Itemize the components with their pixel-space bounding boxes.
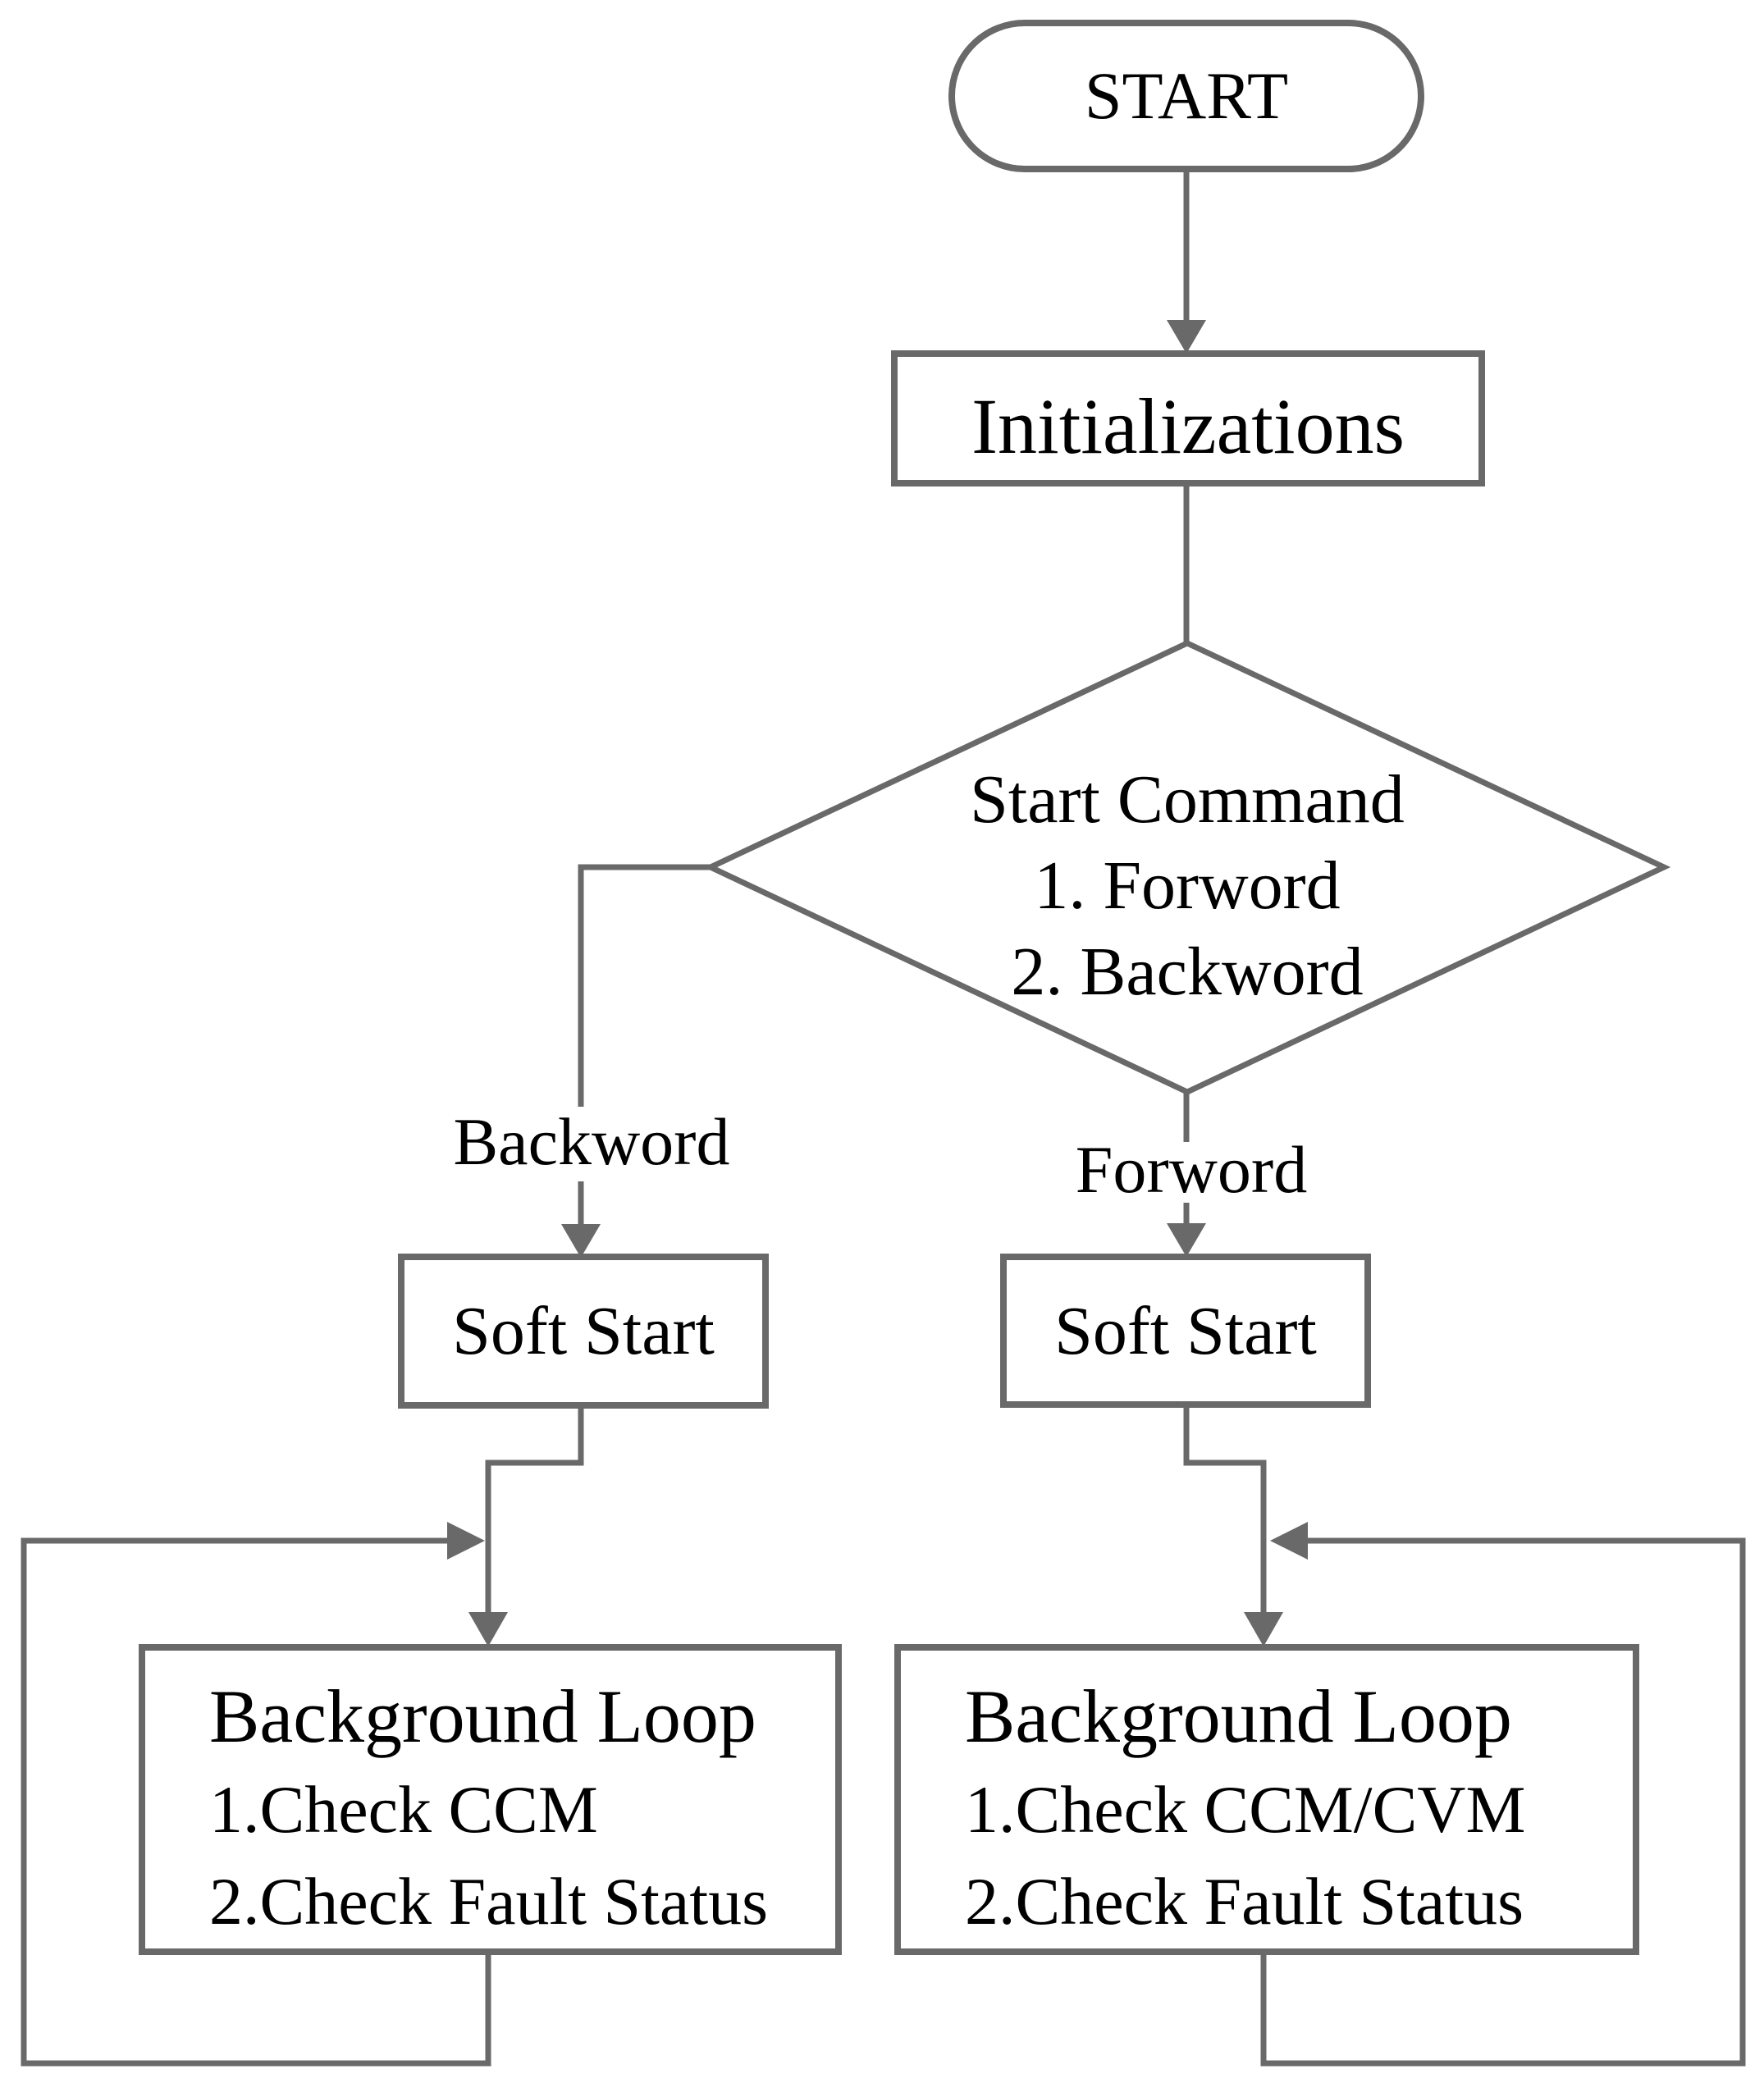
branch-label-forword: Forword xyxy=(1075,1132,1308,1207)
initializations-node: Initializations xyxy=(891,350,1485,486)
decision-line-1: Start Command xyxy=(970,761,1405,838)
edge-loopback-right xyxy=(1260,1537,1746,2067)
start-node: START xyxy=(948,20,1424,172)
arrowhead-into-loop-left xyxy=(468,1612,508,1647)
decision-node-text: Start Command 1. Forword 2. Backword xyxy=(859,756,1515,1015)
start-label: START xyxy=(1084,58,1289,133)
background-loop-right-node: Background Loop 1.Check CCM/CVM 2.Check … xyxy=(894,1644,1639,1955)
arrowhead-into-init xyxy=(1167,320,1206,354)
edge-decision-left xyxy=(578,864,711,1107)
decision-line-2: 1. Forword xyxy=(1034,847,1341,924)
arrowhead-loopback-right xyxy=(1270,1522,1308,1560)
initializations-label: Initializations xyxy=(971,381,1405,470)
arrowhead-into-softstart-right xyxy=(1167,1223,1206,1257)
soft-start-left-node: Soft Start xyxy=(398,1254,769,1409)
background-loop-right-item-2: 2.Check Fault Status xyxy=(965,1864,1524,1939)
edge-loopback-left xyxy=(21,1537,491,2067)
decision-line-3: 2. Backword xyxy=(1011,934,1364,1010)
background-loop-left-title: Background Loop xyxy=(209,1674,756,1758)
background-loop-left-node: Background Loop 1.Check CCM 2.Check Faul… xyxy=(139,1644,842,1955)
background-loop-right-title: Background Loop xyxy=(965,1674,1512,1758)
background-loop-left-item-1: 1.Check CCM xyxy=(209,1772,598,1847)
decision-diamond xyxy=(703,640,1671,1095)
soft-start-right-node: Soft Start xyxy=(1000,1254,1371,1408)
edge-softstart-left-to-loop xyxy=(485,1408,584,1615)
branch-label-backword: Backword xyxy=(453,1104,730,1179)
background-loop-right-item-1: 1.Check CCM/CVM xyxy=(965,1772,1526,1847)
arrowhead-into-loop-right xyxy=(1244,1612,1283,1647)
arrowhead-into-softstart-left xyxy=(561,1224,601,1258)
background-loop-left-item-2: 2.Check Fault Status xyxy=(209,1864,769,1939)
soft-start-left-label: Soft Start xyxy=(452,1293,715,1369)
soft-start-right-label: Soft Start xyxy=(1054,1292,1317,1369)
edge-softstart-right-to-loop xyxy=(1183,1406,1267,1615)
arrowhead-loopback-left xyxy=(447,1522,485,1560)
